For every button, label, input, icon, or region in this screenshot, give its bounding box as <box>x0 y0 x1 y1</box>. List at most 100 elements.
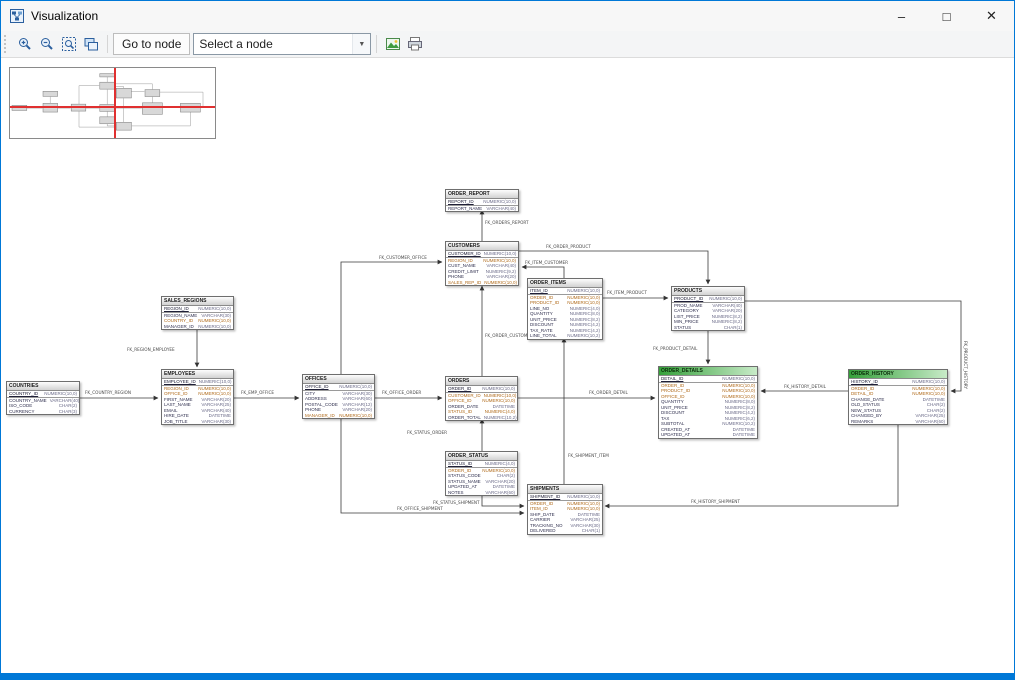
table-column-row: UPDATED_AT DATETIME <box>659 432 757 438</box>
column-name: JOB_TITLE <box>164 419 188 425</box>
column-type: VARCHAR(40) <box>486 206 516 212</box>
column-name: STATUS_ID <box>448 461 472 467</box>
zoom-fit-button[interactable] <box>58 33 80 55</box>
close-button[interactable]: ✕ <box>969 1 1014 31</box>
toolbar-separator <box>107 35 108 53</box>
table-node-sales_regions[interactable]: SALES_REGIONSREGION_IDNUMERIC(10,0)REGIO… <box>161 296 234 330</box>
column-name: MANAGER_ID <box>305 413 335 419</box>
column-name: UPDATED_AT <box>661 432 690 438</box>
print-button[interactable] <box>404 33 426 55</box>
edge-label: FK_PRODUCT_DETAIL <box>653 346 698 351</box>
column-type: CHAR(1) <box>724 325 742 331</box>
column-type: NUMERIC(10,0) <box>484 251 517 257</box>
node-select-combobox[interactable]: Select a node ▼ <box>193 33 371 55</box>
column-name: HISTORY_ID <box>851 379 878 385</box>
table-node-title: COUNTRIES <box>7 382 79 391</box>
zoom-in-button[interactable] <box>14 33 36 55</box>
edge-label: FK_HISTORY_SHIPMENT <box>691 499 740 504</box>
table-node-title: ORDER_DETAILS <box>659 367 757 376</box>
column-type: NUMERIC(10,0) <box>339 413 372 419</box>
table-node-title: SHIPMENTS <box>528 485 602 494</box>
edge-label: FK_ORDERS_REPORT <box>485 220 529 225</box>
table-column-row: CURRENCYCHAR(3) <box>7 409 79 415</box>
column-name: REPORT_NAME <box>448 206 482 212</box>
column-name: NOTES <box>448 490 464 496</box>
table-node-products[interactable]: PRODUCTSPRODUCT_IDNUMERIC(10,0)PROD_NAME… <box>671 286 745 331</box>
table-node-order_items[interactable]: ORDER_ITEMSITEM_IDNUMERIC(10,0)ORDER_IDN… <box>527 278 603 340</box>
table-column-row: REPORT_NAME VARCHAR(40) <box>446 206 518 212</box>
minimap-node <box>142 103 162 114</box>
table-node-title: EMPLOYEES <box>162 370 233 379</box>
table-column-row: JOB_TITLEVARCHAR(30) <box>162 419 233 425</box>
column-type: NUMERIC(10,0) <box>483 199 516 205</box>
column-name: DELIVERED <box>530 528 556 534</box>
window-title: Visualization <box>31 9 98 23</box>
column-type: NUMERIC(10,0) <box>198 306 231 312</box>
edge-label: FK_ITEM_CUSTOMER <box>525 260 568 265</box>
column-type: DATETIME <box>733 432 755 438</box>
toolbar-gripper <box>4 35 10 53</box>
table-column-row: ORDER_TOTALNUMERIC(10,2) <box>446 415 517 421</box>
column-name: CUSTOMER_ID <box>448 251 481 257</box>
column-type: NUMERIC(10,2) <box>567 333 600 339</box>
zoom-out-button[interactable] <box>36 33 58 55</box>
table-node-countries[interactable]: COUNTRIESCOUNTRY_IDNUMERIC(10,0)COUNTRY_… <box>6 381 80 415</box>
table-node-orders[interactable]: ORDERSORDER_IDNUMERIC(10,0)CUSTOMER_IDNU… <box>445 376 518 421</box>
export-image-button[interactable] <box>382 33 404 55</box>
table-node-order_details[interactable]: ORDER_DETAILSDETAIL_IDNUMERIC(10,0)ORDER… <box>658 366 758 439</box>
minimize-button[interactable]: – <box>879 1 924 31</box>
minimap-graph <box>10 68 213 136</box>
table-node-title: SALES_REGIONS <box>162 297 233 306</box>
column-name: COUNTRY_ID <box>9 391 38 397</box>
maximize-button[interactable]: □ <box>924 1 969 31</box>
column-name: PRODUCT_ID <box>674 296 703 302</box>
column-name: ITEM_ID <box>530 288 548 294</box>
edge-label: FK_OFFICE_ORDER <box>382 390 421 395</box>
overview-button[interactable] <box>80 33 102 55</box>
table-node-title: ORDERS <box>446 377 517 386</box>
edge-label: FK_ORDER_DETAIL <box>589 390 629 395</box>
viewport-horizontal-line <box>10 106 215 108</box>
column-type: NUMERIC(10,0) <box>484 280 517 286</box>
column-type: NUMERIC(10,2) <box>484 415 517 421</box>
column-type: VARCHAR(60) <box>485 490 515 496</box>
combobox-value: Select a node <box>194 37 352 51</box>
table-column-row: DELIVEREDCHAR(1) <box>528 528 602 534</box>
column-name: REPORT_ID <box>448 199 474 205</box>
edge-label: FK_REGION_EMPLOYEE <box>127 347 175 352</box>
table-node-customers[interactable]: CUSTOMERSCUSTOMER_IDNUMERIC(10,0)REGION_… <box>445 241 519 286</box>
table-column-row: MANAGER_IDNUMERIC(10,0) <box>162 324 233 330</box>
table-node-title: ORDER_ITEMS <box>528 279 602 288</box>
table-column-row: NOTES VARCHAR(60) <box>446 490 517 496</box>
table-node-order_history[interactable]: ORDER_HISTORYHISTORY_IDNUMERIC(10,0)ORDE… <box>848 369 948 425</box>
overview-minimap[interactable] <box>9 67 216 139</box>
column-type: NUMERIC(10,0) <box>198 324 231 330</box>
table-node-employees[interactable]: EMPLOYEESEMPLOYEE_IDNUMERIC(10,0)REGION_… <box>161 369 234 425</box>
table-node-title: PRODUCTS <box>672 287 744 296</box>
column-name: CURRENCY <box>9 409 35 415</box>
column-name: DETAIL_ID <box>661 376 683 382</box>
column-type: NUMERIC(10,0) <box>199 379 232 385</box>
minimap-node <box>100 117 115 124</box>
column-type: NUMERIC(10,0) <box>567 494 600 500</box>
edge-label: FK_STATUS_SHIPMENT <box>433 500 480 505</box>
table-node-shipments[interactable]: SHIPMENTSSHIPMENT_IDNUMERIC(10,0)ORDER_I… <box>527 484 603 535</box>
table-node-order_report[interactable]: ORDER_REPORTREPORT_IDNUMERIC(10,0)REPORT… <box>445 189 519 212</box>
column-type: NUMERIC(10,0) <box>44 391 77 397</box>
column-name: REMARKS <box>851 419 873 425</box>
table-node-order_status[interactable]: ORDER_STATUSSTATUS_IDNUMERIC(4,0)ORDER_I… <box>445 451 518 496</box>
table-node-title: CUSTOMERS <box>446 242 518 251</box>
table-node-title: ORDER_HISTORY <box>849 370 947 379</box>
column-type: NUMERIC(10,0) <box>339 384 372 390</box>
table-node-offices[interactable]: OFFICESOFFICE_IDNUMERIC(10,0)CITYVARCHAR… <box>302 374 375 419</box>
table-column-row: MANAGER_ID NUMERIC(10,0) <box>303 413 374 419</box>
relationship-edge <box>341 262 442 374</box>
edge-label: FK_SHIPMENT_ITEM <box>568 453 609 458</box>
window-bottom-border <box>1 673 1014 679</box>
chevron-down-icon[interactable]: ▼ <box>352 34 370 54</box>
edge-label: FK_ITEM_PRODUCT <box>607 290 647 295</box>
table-column-row: STATUSCHAR(1) <box>672 325 744 331</box>
minimap-node <box>100 82 115 89</box>
table-column-row: REMARKSVARCHAR(60) <box>849 419 947 425</box>
table-column-row: LINE_TOTALNUMERIC(10,2) <box>528 333 602 339</box>
